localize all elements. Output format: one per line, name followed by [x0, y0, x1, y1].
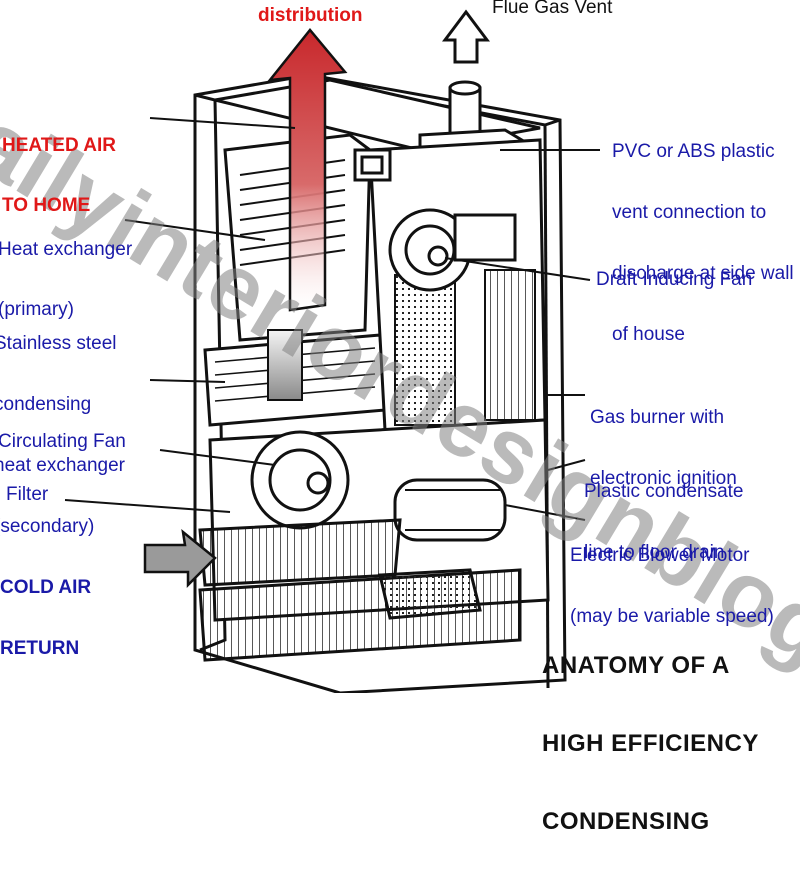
label-heated-air-line1: HEATED AIR: [2, 135, 116, 156]
label-pvc-line2: vent connection to: [612, 202, 767, 223]
label-pvc-line4: of house: [612, 324, 685, 345]
label-stainless-line3: heat exchanger: [0, 455, 125, 476]
label-condensate-line2: line to floor drain: [584, 542, 725, 563]
label-stainless-line2: condensing: [0, 394, 92, 415]
secondary-flow-arrow: [267, 329, 303, 401]
label-stainless-line1: Stainless steel: [0, 333, 117, 354]
furnace-diagram: dailyinteriordesignblog.com distribution…: [0, 0, 800, 834]
label-gas-burner-line2: electronic ignition: [590, 468, 737, 489]
label-pvc-line1: PVC or ABS plastic: [612, 141, 775, 162]
label-condensate-line1: Plastic condensate: [584, 481, 744, 502]
label-heated-air-line2: TO HOME: [2, 195, 91, 216]
label-gas-burner-line1: Gas burner with: [590, 407, 725, 428]
label-pvc-vent: PVC or ABS plastic vent connection to di…: [612, 104, 794, 382]
label-distribution: distribution: [258, 5, 363, 26]
title-line1: ANATOMY OF A: [542, 652, 730, 679]
furnace-cabinet: [193, 73, 567, 693]
diagram-title: ANATOMY OF A HIGH EFFICIENCY CONDENSING: [542, 606, 759, 882]
label-flue-gas-vent: Flue Gas Vent: [492, 0, 613, 18]
title-line2: HIGH EFFICIENCY: [542, 730, 759, 757]
heated-air-arrow: [267, 28, 348, 312]
furnace-illustration: [64, 9, 600, 693]
label-blower-motor: Electric Blower Motor (may be variable s…: [570, 508, 774, 664]
label-hx-primary-line1: Heat exchanger: [0, 239, 133, 260]
flue-gas-arrow: [442, 9, 490, 64]
label-blower-line2: (may be variable speed): [570, 606, 774, 627]
title-line3: CONDENSING: [542, 808, 710, 835]
label-circulating-fan: Circulating Fan: [0, 431, 126, 452]
label-cold-air-line1: COLD AIR: [0, 577, 92, 598]
cold-air-arrow: [143, 528, 217, 589]
label-cold-air-line2: RETURN: [0, 638, 80, 659]
leader-lines: [64, 117, 600, 521]
label-blower-line1: Electric Blower Motor: [570, 545, 750, 566]
label-filter: Filter: [6, 484, 49, 505]
label-stainless-line4: (secondary): [0, 516, 95, 537]
label-stainless-condensing: Stainless steel condensing heat exchange…: [0, 296, 125, 574]
label-condensate-line: Plastic condensate line to floor drain: [584, 444, 744, 600]
label-gas-burner: Gas burner with electronic ignition: [590, 370, 737, 526]
label-cold-air-return: COLD AIR RETURN: [0, 540, 91, 696]
label-hx-primary-line2: (primary): [0, 299, 74, 320]
label-draft-inducing-fan: Draft Inducing Fan: [596, 269, 753, 290]
label-pvc-line3: discharge at side wall: [612, 263, 794, 284]
label-heat-exchanger-primary: Heat exchanger (primary): [0, 202, 132, 357]
label-heated-air: HEATED AIR TO HOME: [2, 98, 116, 253]
